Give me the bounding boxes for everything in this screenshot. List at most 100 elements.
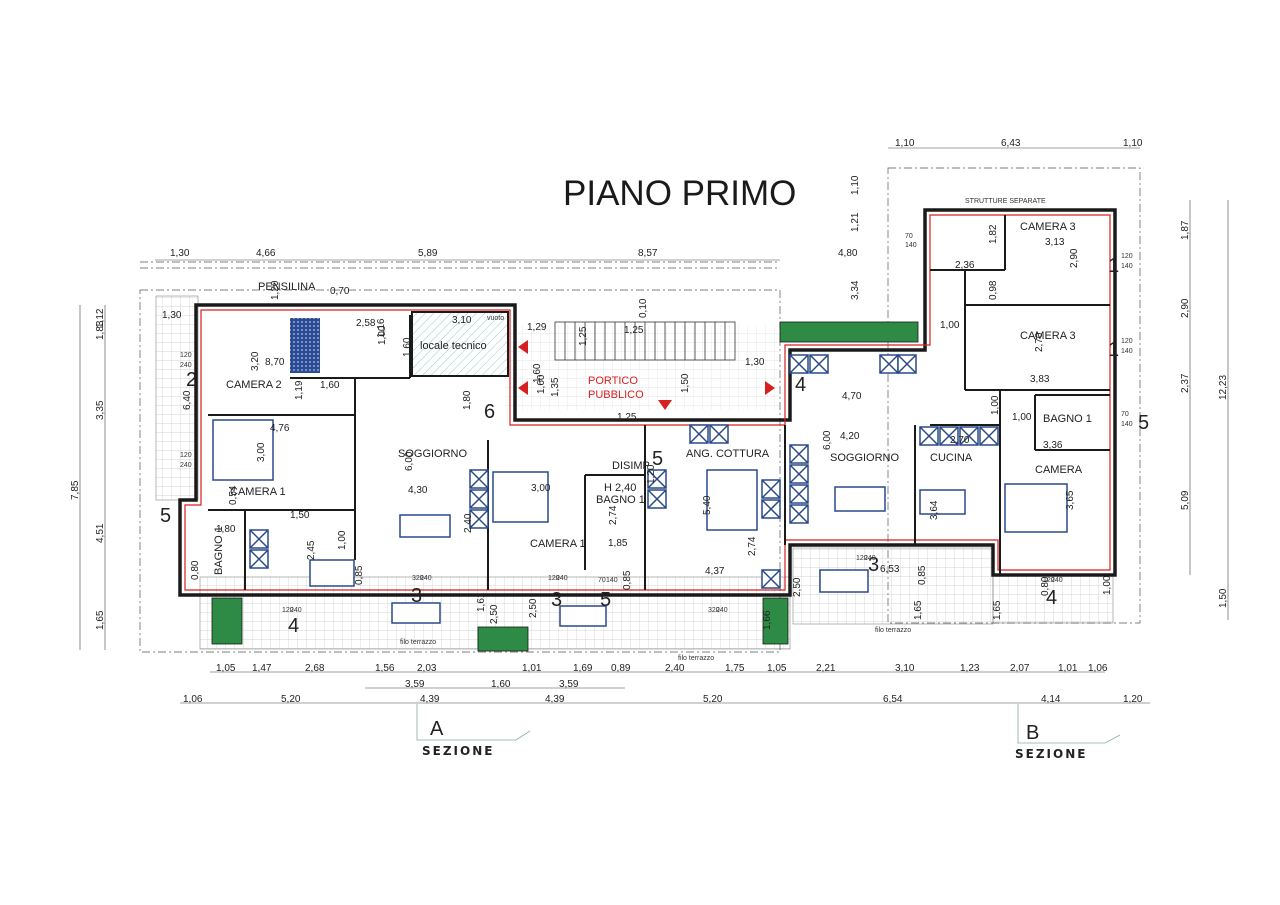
section-a-letter: A	[430, 718, 444, 740]
cabinet-icon	[249, 529, 269, 549]
cabinet-icon	[939, 426, 959, 446]
cabinet-icon	[789, 444, 809, 464]
dimension-interior: 1,60	[536, 374, 547, 394]
dimension-interior: 1,00	[990, 395, 1001, 415]
window-size-label: 240	[180, 362, 192, 369]
dimension-bottom: 4,39	[545, 694, 565, 705]
cabinet-icon	[647, 469, 667, 489]
dimension-bottom: 2,40	[665, 663, 685, 674]
dimension-interior: 1,25	[624, 325, 644, 336]
dimension-bottom: 5,20	[281, 694, 301, 705]
dimension-bottom: 2,07	[1010, 663, 1030, 674]
dimension-bottom: 3,59	[559, 679, 579, 690]
dimension-right: 12,23	[1218, 375, 1229, 400]
window-size-label: 320	[412, 575, 424, 582]
dimension-interior: 1,19	[294, 380, 305, 400]
dimension-bottom: 1,75	[725, 663, 745, 674]
dimension-interior: 4,37	[705, 566, 725, 577]
dimension-interior: 1,00	[940, 320, 960, 331]
dimension-interior: 1,00	[337, 530, 348, 550]
dimension-interior: 1,66	[762, 610, 773, 630]
dimension-right: 1,87	[1180, 220, 1191, 240]
window-size-label: 140	[905, 242, 917, 249]
window-size-label: 120	[1043, 577, 1055, 584]
dimension-bottom: 1,69	[573, 663, 593, 674]
dimension-right: 1,50	[1218, 588, 1229, 608]
dimension-interior: 2,70	[1034, 332, 1045, 352]
portico-pubblico-label: PORTICO	[588, 375, 638, 387]
dimension-bottom: 2,21	[816, 663, 836, 674]
room-label: CAMERA	[1035, 464, 1083, 476]
locale-tecnico-label: locale tecnico	[420, 340, 487, 352]
dimension-interior: 0,85	[917, 565, 928, 585]
pensilina-label: PENSILINA	[258, 281, 316, 293]
window-size-label: 120	[180, 352, 192, 359]
dimension-interior: 3,13	[1045, 237, 1065, 248]
window-size-label: 120	[548, 575, 560, 582]
cabinet-icon	[809, 354, 829, 374]
dimension-interior: 1,65	[913, 600, 924, 620]
dimension-right: 1,10	[850, 175, 861, 195]
dimension-interior: 0,10	[638, 298, 649, 318]
unit-number: 4	[795, 374, 806, 396]
window-size-label: 120	[282, 607, 294, 614]
dimension-interior: 3,00	[256, 442, 267, 462]
dimension-interior: 4,30	[408, 485, 428, 496]
cabinet-icon	[709, 424, 729, 444]
dimension-top: 5,89	[418, 248, 438, 259]
dimension-interior: 2,74	[608, 505, 619, 525]
window-size-label: 140	[1121, 348, 1133, 355]
dimension-bottom: 1,56	[375, 663, 395, 674]
dimension-interior: 5,40	[702, 495, 713, 515]
window-size-label: 140	[1121, 421, 1133, 428]
window-size-label: 120	[180, 452, 192, 459]
filo-terrazzo-label: filo terrazzo	[678, 655, 714, 662]
dimension-right: 5,09	[1180, 490, 1191, 510]
cabinet-icon	[761, 569, 781, 589]
section-b-letter: B	[1026, 722, 1039, 744]
dimension-bottom: 4,39	[420, 694, 440, 705]
dimension-left: 4,51	[95, 523, 106, 543]
dimension-interior: 3,10	[452, 315, 472, 326]
dimension-interior: 3,64	[929, 500, 940, 520]
dimension-bottom: 5,20	[703, 694, 723, 705]
dimension-interior: 3,36	[1043, 440, 1063, 451]
cabinet-icon	[761, 499, 781, 519]
dimension-interior: 3,65	[1065, 490, 1076, 510]
window-size-label: 320	[708, 607, 720, 614]
dimension-right: 2,90	[1180, 298, 1191, 318]
dimension-interior: 2,50	[489, 604, 500, 624]
dimension-interior: 2,36	[955, 260, 975, 271]
dimension-interior: 4,70	[842, 391, 862, 402]
dimension-interior: 0,85	[622, 570, 633, 590]
dimension-bottom: 1,05	[767, 663, 787, 674]
cabinet-icon	[789, 354, 809, 374]
unit-number: 3	[868, 554, 879, 576]
dimension-interior: 3,83	[1030, 374, 1050, 385]
dimension-left: 6,40	[182, 390, 193, 410]
cabinet-icon	[647, 489, 667, 509]
portico-pubblico-label: PUBBLICO	[588, 389, 644, 401]
window-size-label: 70	[1121, 411, 1129, 418]
dimension-left: 1,12	[95, 308, 106, 328]
window-size-label: 240	[1051, 577, 1063, 584]
dimension-right: 2,37	[1180, 373, 1191, 393]
dimension-bottom: 3,10	[895, 663, 915, 674]
dimension-bottom: 2,03	[417, 663, 437, 674]
furniture	[212, 354, 1068, 627]
stairs	[554, 321, 736, 361]
dimension-left: 1,65	[95, 610, 106, 630]
dimension-interior: 1,80	[216, 524, 236, 535]
dimension-bottom: 1,06	[183, 694, 203, 705]
room-label: CAMERA 3	[1020, 330, 1076, 342]
room-label: SOGGIORNO	[398, 448, 468, 460]
vuoto-label: vuoto	[487, 315, 504, 322]
dimension-interior: 1,50	[680, 373, 691, 393]
section-a-label: SEZIONE	[422, 744, 494, 758]
dimension-interior: 1,29	[527, 322, 547, 333]
cabinet-icon	[469, 489, 489, 509]
unit-number: 3	[411, 585, 422, 607]
unit-number: 6	[484, 401, 495, 423]
window-size-label: 240	[420, 575, 432, 582]
